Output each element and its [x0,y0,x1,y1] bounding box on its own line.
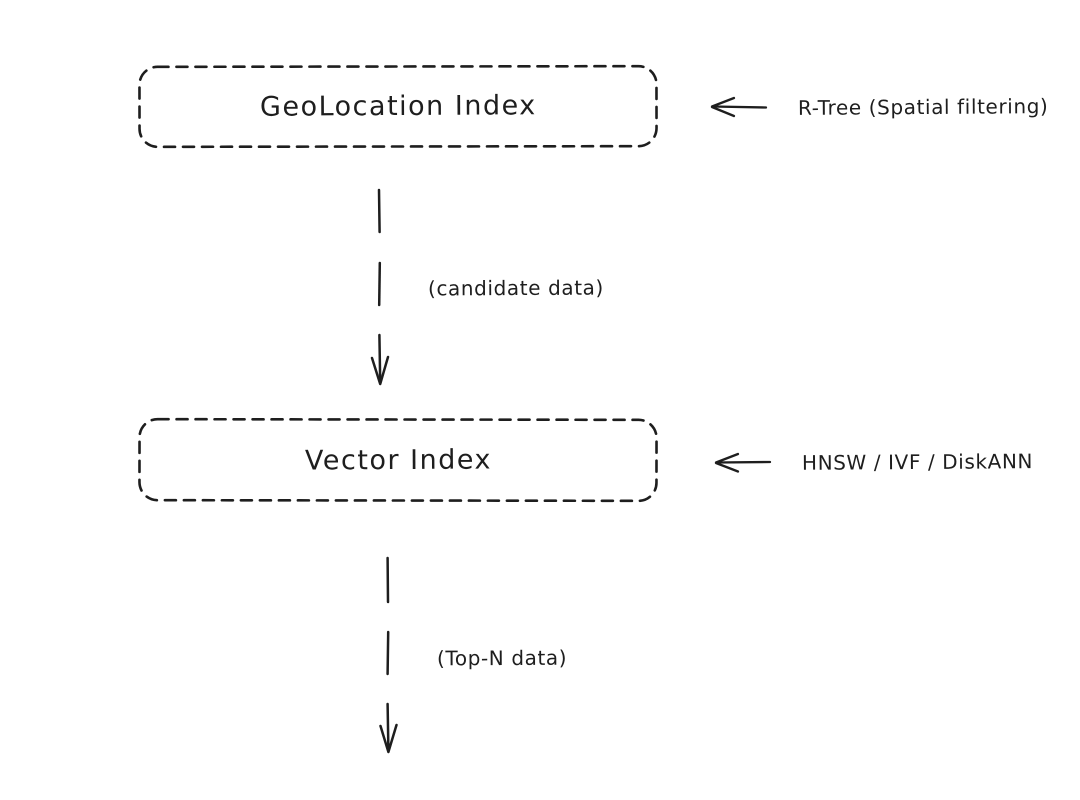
down-arrow-icon [370,188,390,386]
left-arrow-icon [714,452,772,473]
node-vector-index: Vector Index [137,417,659,503]
annotation-label-rtree: R-Tree (Spatial filtering) [797,94,1049,120]
annotation-label-hnsw-ivf-diskann: HNSW / IVF / DiskANN [801,449,1034,475]
connector-label-top-n-data: (Top-N data) [436,645,568,671]
down-arrow-icon [379,556,398,754]
dashed-box-border [138,417,658,503]
node-label-geolocation-index: GeoLocation Index [259,90,537,123]
annotation-rtree: R-Tree (Spatial filtering) [706,93,1048,121]
connector-label-candidate-data: (candidate data) [427,275,604,301]
left-arrow-icon [710,96,768,118]
node-label-vector-index: Vector Index [304,444,492,476]
dashed-box-border [138,64,658,149]
node-geolocation-index: GeoLocation Index [137,64,659,149]
annotation-hnsw-ivf-diskann: HNSW / IVF / DiskANN [710,448,1033,476]
